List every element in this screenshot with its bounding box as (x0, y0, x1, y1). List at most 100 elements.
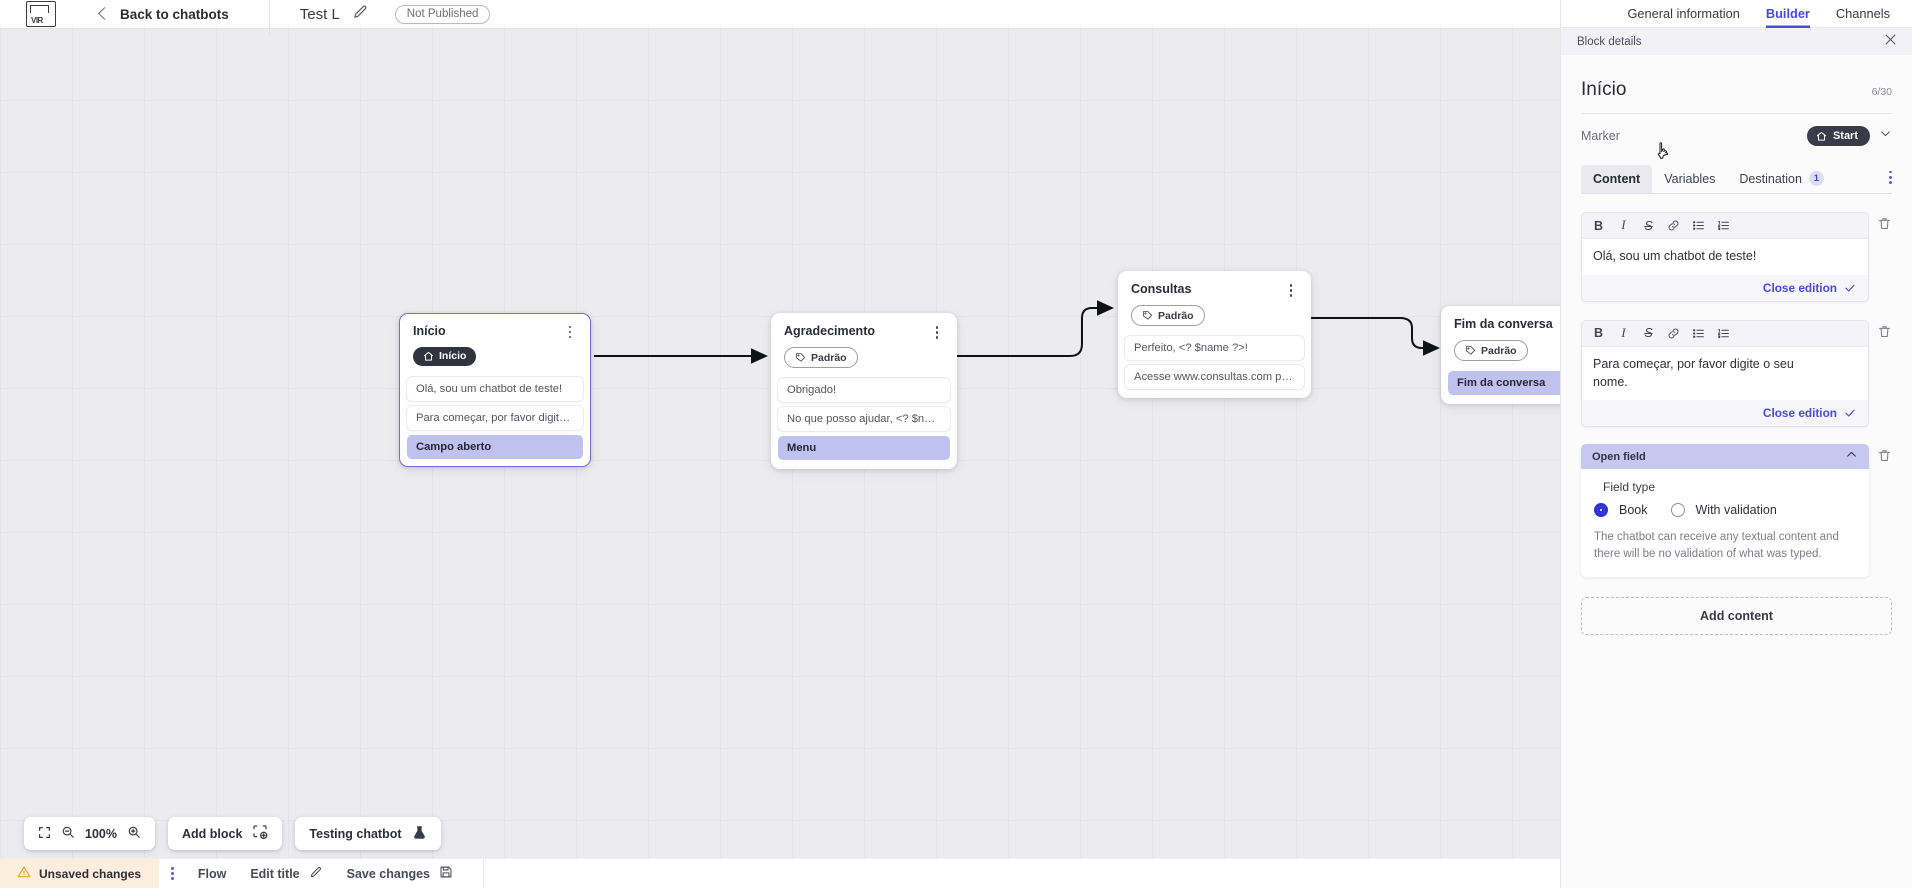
open-field-description: The chatbot can receive any textual cont… (1594, 531, 1839, 560)
add-block-button[interactable]: Add block (167, 817, 283, 850)
content-editor-block: B I S Para começar, por favor di (1581, 319, 1892, 428)
back-chevron-icon[interactable] (96, 7, 110, 21)
node-title: Agradecimento (784, 324, 875, 338)
field-type-label: Field type (1603, 480, 1656, 495)
node-row[interactable]: Acesse www.consultas.com par... (1125, 365, 1304, 389)
node-row[interactable]: Para começar, por favor digite o ... (407, 405, 583, 430)
status-bar-menu-button[interactable] (171, 866, 174, 881)
node-menu-button[interactable] (1284, 282, 1298, 297)
flow-button[interactable]: Flow (198, 867, 226, 881)
node-row-accent[interactable]: Fim da conversa (1448, 371, 1560, 395)
edit-title-pencil-icon[interactable] (352, 3, 369, 25)
fit-screen-icon[interactable] (38, 826, 51, 842)
zoom-in-icon[interactable] (127, 825, 141, 842)
close-icon[interactable] (1883, 32, 1898, 52)
unsaved-changes-indicator: Unsaved changes (0, 858, 160, 888)
block-details-header: Block details (1561, 28, 1912, 55)
flask-icon (412, 824, 427, 844)
vtr-logo-icon (26, 1, 56, 27)
node-header: Fim da conversa (1441, 317, 1560, 332)
node-row-accent[interactable]: Campo aberto (407, 434, 583, 459)
status-bar: Unsaved changes Flow Edit title Save cha… (0, 858, 1560, 888)
testing-chatbot-button[interactable]: Testing chatbot (295, 817, 441, 850)
tab-general-information[interactable]: General information (1627, 6, 1740, 21)
edit-title-button[interactable]: Edit title (250, 865, 322, 882)
editor-text[interactable]: Olá, sou um chatbot de teste! (1582, 239, 1868, 275)
pencil-icon (309, 865, 323, 882)
close-edition-link[interactable]: Close edition (1762, 280, 1837, 295)
numbered-list-icon[interactable] (1711, 214, 1736, 238)
zoom-out-icon[interactable] (61, 825, 75, 842)
tab-destination[interactable]: Destination 1 (1727, 164, 1836, 193)
link-icon[interactable] (1661, 214, 1686, 238)
node-menu-button[interactable] (563, 324, 577, 339)
chevron-down-icon[interactable] (1879, 127, 1892, 145)
radio-with-validation-label: With validation (1695, 503, 1777, 518)
node-row[interactable]: Perfeito, <? $name ?>! (1125, 336, 1304, 360)
tab-variables[interactable]: Variables (1652, 165, 1727, 193)
flow-node-consultas[interactable]: Consultas Padrão Perfeito, <? $name ?>! … (1118, 271, 1311, 398)
tab-content[interactable]: Content (1581, 165, 1653, 193)
save-changes-button[interactable]: Save changes (347, 865, 453, 882)
bulleted-list-icon[interactable] (1686, 321, 1711, 345)
strikethrough-icon[interactable]: S (1644, 326, 1653, 341)
delete-content-icon[interactable] (1877, 212, 1892, 236)
node-tag-label: Padrão (1481, 344, 1517, 357)
tab-channels[interactable]: Channels (1835, 6, 1890, 21)
node-row[interactable]: Obrigado! (778, 378, 950, 402)
link-icon[interactable] (1661, 321, 1686, 345)
rich-text-editor[interactable]: B I S Olá, sou um chatbot de tes (1581, 212, 1869, 302)
strikethrough-icon[interactable]: S (1644, 218, 1653, 233)
status-bar-divider (483, 858, 485, 888)
home-icon (423, 351, 434, 361)
node-row-accent[interactable]: Menu (778, 436, 950, 460)
rich-text-editor[interactable]: B I S Para começar, por favor di (1581, 319, 1869, 428)
block-title-divider (1581, 113, 1892, 114)
app-logo[interactable] (24, 0, 58, 28)
unsaved-changes-label: Unsaved changes (39, 866, 142, 881)
node-rows: Obrigado! No que posso ajudar, <? $name … (771, 378, 957, 460)
tag-icon (1465, 345, 1476, 355)
marker-label: Marker (1581, 129, 1620, 143)
italic-icon[interactable]: I (1621, 218, 1626, 232)
close-edition-link[interactable]: Close edition (1762, 406, 1837, 421)
chevron-up-icon[interactable] (1845, 448, 1858, 466)
delete-content-icon[interactable] (1877, 320, 1892, 344)
editor-footer: Close edition (1582, 274, 1868, 301)
marker-value-badge[interactable]: Start (1806, 126, 1870, 146)
bulleted-list-icon[interactable] (1686, 214, 1711, 238)
back-to-chatbots-link[interactable]: Back to chatbots (120, 6, 229, 22)
panel-body: Início 6/30 Marker Start Content (1561, 55, 1912, 888)
add-content-button[interactable]: Add content (1581, 596, 1892, 635)
italic-icon[interactable]: I (1621, 325, 1626, 340)
delete-open-field-icon[interactable] (1877, 444, 1892, 468)
node-row[interactable]: Olá, sou um chatbot de teste! (407, 376, 583, 401)
editor-toolbar: B I S (1582, 320, 1868, 347)
flow-canvas[interactable]: Início Início Olá, sou um chatbot de tes… (0, 28, 1560, 858)
numbered-list-icon[interactable] (1711, 321, 1736, 345)
radio-book[interactable] (1594, 503, 1608, 518)
editor-toolbar: B I S (1582, 213, 1868, 239)
open-field-body: Field type Book With validation The chat… (1581, 469, 1869, 577)
flow-node-agradecimento[interactable]: Agradecimento Padrão Obrigado! No que po… (771, 313, 957, 469)
bold-icon[interactable]: B (1593, 218, 1604, 233)
block-title-row: Início 6/30 (1561, 55, 1912, 101)
canvas-toolbar: 100% Add block Testing chatbot (24, 817, 441, 850)
node-rows: Olá, sou um chatbot de teste! Para começ… (400, 376, 590, 459)
home-icon (1816, 131, 1827, 141)
tab-builder[interactable]: Builder (1766, 0, 1810, 28)
flow-node-inicio[interactable]: Início Início Olá, sou um chatbot de tes… (399, 313, 591, 467)
check-icon (1845, 284, 1855, 292)
open-field-header[interactable]: Open field (1581, 444, 1869, 470)
editor-text[interactable]: Para começar, por favor digite o seu nom… (1582, 346, 1817, 401)
radio-with-validation[interactable] (1670, 503, 1685, 518)
node-row[interactable]: No que posso ajudar, <? $name ... (778, 407, 950, 431)
bold-icon[interactable]: B (1593, 326, 1604, 341)
flow-node-fim-da-conversa[interactable]: Fim da conversa Padrão Fim da conversa (1441, 306, 1560, 404)
add-block-label: Add block (181, 826, 243, 841)
content-tabs-menu-button[interactable] (1889, 170, 1892, 193)
field-type-radio-group: Book With validation (1594, 503, 1856, 518)
flow-label: Flow (197, 866, 227, 881)
chatbot-title: Test Li (299, 5, 340, 23)
node-menu-button[interactable] (930, 324, 944, 339)
